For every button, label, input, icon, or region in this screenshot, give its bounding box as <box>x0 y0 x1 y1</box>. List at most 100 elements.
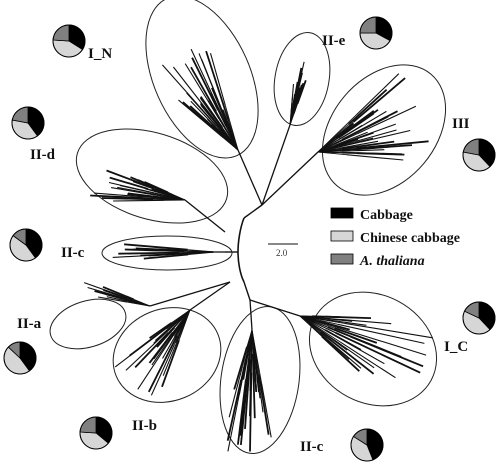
branch-leaf <box>350 335 424 368</box>
branch-leaf <box>321 331 348 351</box>
pie-outline-i-c <box>462 301 496 335</box>
branch-inner <box>171 309 191 324</box>
branch-inner <box>187 249 216 253</box>
pie-ii-c2 <box>350 428 384 462</box>
group-label-ii-b: II-b <box>132 418 157 434</box>
branch-leaf <box>129 327 168 357</box>
branch-stem-ii-b <box>189 281 231 311</box>
branch-leaf <box>205 50 230 120</box>
branch-leaf <box>314 316 353 322</box>
branch-fan-iii <box>261 73 429 206</box>
branch-leaf <box>140 252 195 256</box>
branch-leaf <box>356 140 429 150</box>
group-label-ii-d: II-d <box>30 147 56 163</box>
branch-fan-ii-c2 <box>226 299 272 452</box>
branch-stem-ii-d <box>184 199 226 233</box>
branch-leaf <box>336 326 427 356</box>
branch-leaf <box>101 197 154 201</box>
branch-leaf <box>161 64 212 120</box>
branch-leaf <box>209 92 228 127</box>
pie-outline-ii-d <box>11 106 45 140</box>
branch-leaf <box>249 352 252 417</box>
branch-leaf <box>106 169 155 190</box>
branch-leaf <box>337 112 375 139</box>
branch-leaf <box>292 67 303 107</box>
branch-leaf <box>237 379 247 445</box>
branch-leaf <box>221 109 233 134</box>
pie-outline-ii-b <box>79 416 113 450</box>
branch-leaf <box>137 329 178 390</box>
legend-swatch-cabbage <box>330 207 354 219</box>
composition-pies <box>3 16 496 462</box>
branch-leaf <box>149 321 173 339</box>
clade-ellipse-i-n <box>145 0 259 159</box>
legend-swatch-a-thaliana <box>330 253 354 265</box>
branch-leaf <box>255 358 264 413</box>
branch-fan-ii-b <box>114 281 231 396</box>
branch-leaf <box>334 131 368 146</box>
group-labels: I_N II-e III II-d II-c II-a I_C II-b II-… <box>17 33 470 455</box>
branch-leaf <box>117 186 159 196</box>
branch-leaf <box>161 339 180 388</box>
branch-leaf <box>132 248 186 252</box>
pie-outline-i-n <box>52 24 86 58</box>
branch-leaf <box>132 181 165 194</box>
branch-leaf <box>150 344 175 396</box>
branch-leaf <box>174 321 185 338</box>
group-label-ii-e: II-e <box>322 33 346 49</box>
branch-fan-ii-a <box>83 281 231 307</box>
branch-inner <box>299 315 351 338</box>
branch-leaf <box>201 59 222 108</box>
group-label-ii-c2: II-c <box>300 439 324 455</box>
branch-leaf <box>360 129 411 143</box>
pie-ii-d <box>11 106 45 140</box>
branch-stem-i-n <box>237 149 263 206</box>
branch-leaf <box>244 359 251 429</box>
branch-inner <box>299 315 323 337</box>
branch-leaf <box>342 110 398 141</box>
branch-leaf <box>113 199 165 202</box>
branch-leaf <box>326 328 368 349</box>
branch-leaf <box>233 346 248 390</box>
branch-leaf <box>340 110 387 140</box>
branch-leaf <box>138 179 173 195</box>
pie-outline-ii-e <box>359 16 393 50</box>
branch-leaf <box>338 140 379 149</box>
branch-leaf <box>209 53 226 106</box>
branch-leaf <box>172 66 215 120</box>
group-label-i-c: I_C <box>444 339 468 355</box>
branch-stem-ii-c2 <box>249 299 253 331</box>
branch-leaf <box>148 332 174 364</box>
branch-leaf <box>154 319 180 342</box>
branch-leaf <box>355 144 413 151</box>
clade-ellipse-ii-a <box>49 298 127 350</box>
clade-ellipse-ii-e <box>273 31 331 127</box>
clade-ellipse-ii-d <box>75 128 229 224</box>
clade-ellipse-ii-c1 <box>101 235 233 271</box>
branch-leaf <box>94 290 137 304</box>
branch-leaf <box>190 100 216 127</box>
branch-leaf <box>147 334 179 393</box>
branch-leaf <box>290 84 295 113</box>
branch-inner <box>171 193 186 201</box>
branch-leaf <box>189 105 224 137</box>
pie-ii-b <box>79 416 113 450</box>
pie-outline-ii-c1 <box>9 228 43 262</box>
branch-leaf <box>296 79 307 105</box>
branch-stem-ii-a <box>149 281 231 307</box>
branch-fan-ii-e <box>261 61 307 206</box>
branch-leaf <box>253 349 260 393</box>
pie-outline-ii-a <box>3 341 37 375</box>
branch-leaf <box>328 138 359 150</box>
branch-leaf <box>124 243 188 251</box>
branch-leaf <box>238 358 247 395</box>
branch-leaf <box>340 318 392 325</box>
branch-leaf <box>326 319 367 326</box>
branch-fan-ii-c1 <box>112 243 225 260</box>
branch-leaf <box>119 184 162 196</box>
clade-ellipses <box>49 0 447 454</box>
branch-leaf <box>118 251 180 255</box>
branch-leaf <box>162 327 184 376</box>
branch-leaf <box>228 366 243 418</box>
